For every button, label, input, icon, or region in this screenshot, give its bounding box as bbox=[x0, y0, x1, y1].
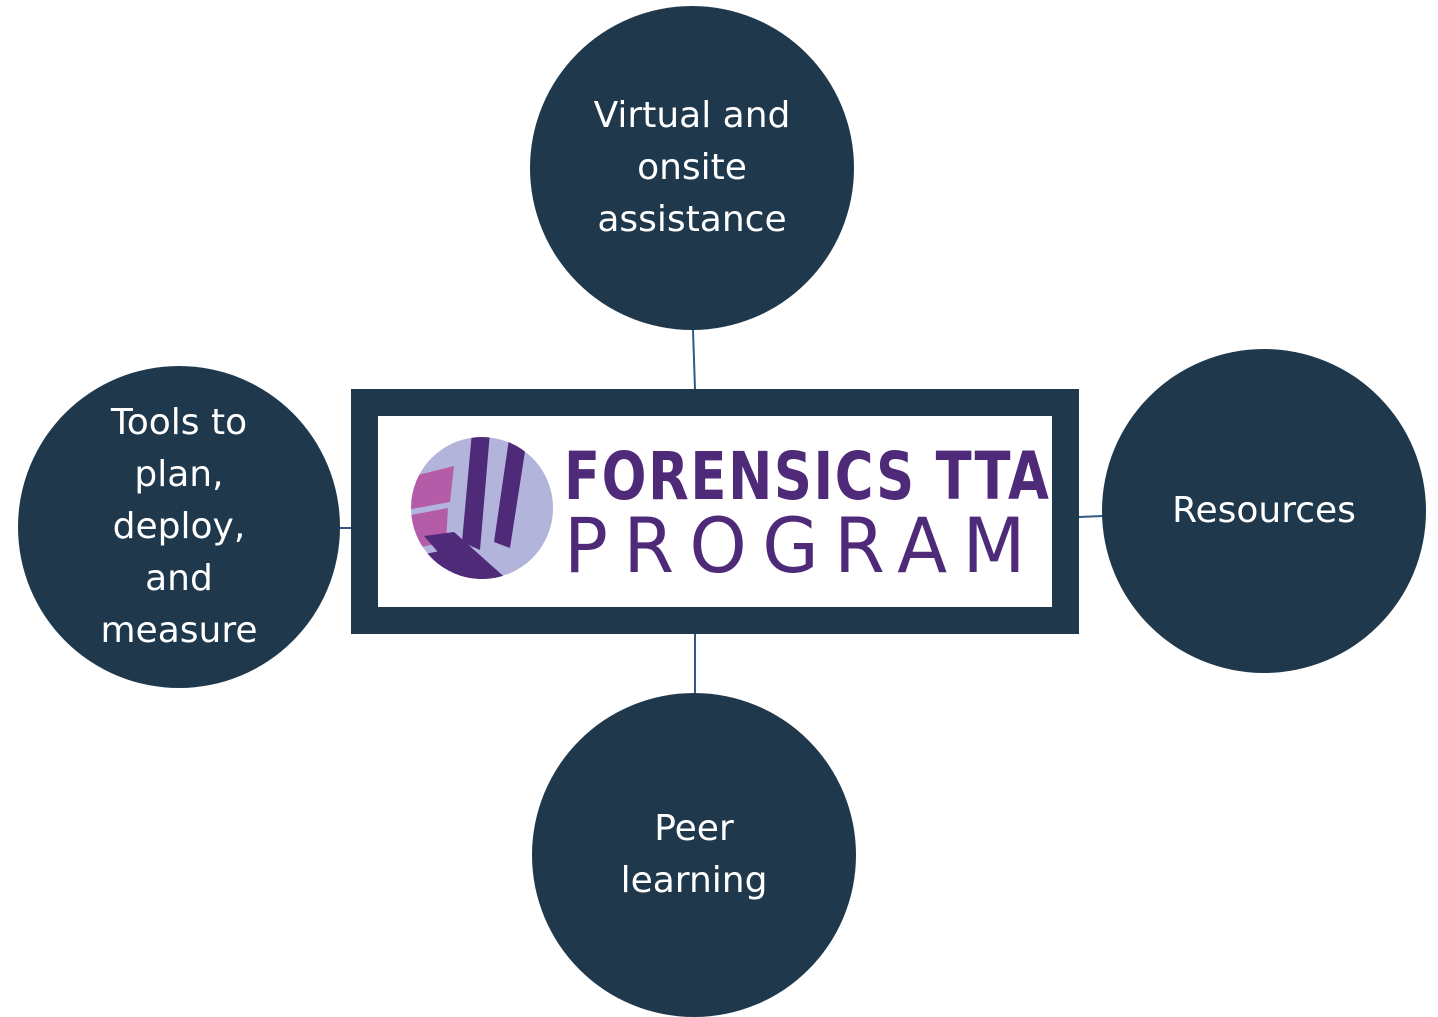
node-virtual-onsite-assistance: Virtual and onsite assistance bbox=[530, 6, 854, 330]
logo-stripe-dark bbox=[424, 532, 510, 579]
node-peer-learning: Peer learning bbox=[532, 693, 856, 1017]
connector-right bbox=[1078, 515, 1104, 518]
forensics-tta-logo-mark-icon bbox=[411, 437, 553, 579]
node-label: Peer learning bbox=[620, 808, 768, 901]
logo-stripe-dark bbox=[462, 437, 490, 550]
connector-top bbox=[692, 329, 696, 390]
logo-stripe-dark bbox=[494, 437, 528, 548]
node-label: Resources bbox=[1172, 490, 1356, 531]
node-label: Virtual and onsite assistance bbox=[593, 95, 791, 240]
node-tools: Tools to plan, deploy, and measure bbox=[18, 366, 340, 688]
center-logo-frame: FORENSICS TTA PROGRAM bbox=[351, 389, 1079, 634]
node-label: Tools to plan, deploy, and measure bbox=[100, 402, 258, 651]
logo-subtitle: PROGRAM bbox=[564, 501, 1041, 590]
node-resources: Resources bbox=[1102, 349, 1426, 673]
logo-title: FORENSICS TTA bbox=[564, 438, 1051, 515]
